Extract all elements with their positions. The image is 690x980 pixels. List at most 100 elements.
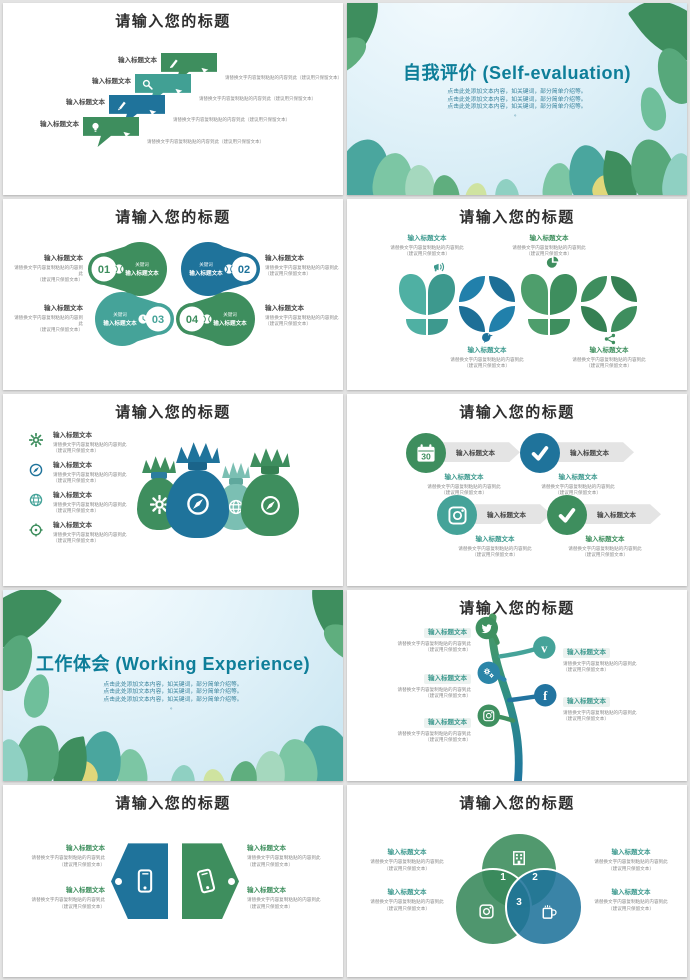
globe-icon <box>29 493 43 512</box>
item-description: 请替换文字内容复制粘贴的内容到此（建议用只保留文本） <box>450 356 524 368</box>
item-label: 输入标题文本 <box>40 121 79 128</box>
ball-icon <box>202 313 212 324</box>
ball-icon <box>114 263 124 274</box>
step-number: 04 <box>186 314 199 326</box>
tree-graphic: v f <box>475 613 557 781</box>
item-description: 请替换文字内容复制粘贴的内容到此（建议用只保留文本） <box>265 314 339 326</box>
item-description: 请替换文字内容复制粘贴的内容到此（建议用只保留文本） <box>53 532 127 544</box>
item-description: 请替换文字内容复制粘贴的内容到此（建议用只保留文本） <box>397 640 471 652</box>
money-bag-2 <box>166 438 229 539</box>
side-text-block: 输入标题文本 请替换文字内容复制粘贴的内容到此（建议用只保留文本） <box>359 889 455 911</box>
slide-four-pears-diagram[interactable]: 请输入您的标题 01 关键词 输入标题文本 输入标题文本 请替换文字内容复制粘贴… <box>3 198 343 391</box>
building-icon <box>511 850 527 871</box>
venn-circle-bottom-right <box>505 868 583 947</box>
item-description: 请替换文字内容复制粘贴的内容到此（建议用只保留文本） <box>594 859 668 871</box>
bulb-icon <box>90 120 101 138</box>
slide-venn-diagram[interactable]: 请输入您的标题 1 2 3 输入标题文本 请替换文字内容复制粘贴的内容到此（建议… <box>347 785 687 977</box>
cover-subtitle: 点击此处添加文本内容，如关键词，部分简单介绍等。 点击此处添加文本内容，如关键词… <box>103 681 243 711</box>
item-description: 请替换文字内容复制粘贴的内容到此（建议用只保留文本） <box>427 484 501 496</box>
vimeo-icon: v <box>541 641 548 655</box>
item-description: 请替换文字内容复制粘贴的内容到此（建议用只保留文本） <box>225 75 342 80</box>
venn-number-2: 2 <box>532 872 538 884</box>
item-text-block: 输入标题文本 请替换文字内容复制粘贴的内容到此（建议用只保留文本） <box>550 536 660 558</box>
arrow-ribbon: 输入标题文本 <box>583 504 661 525</box>
item-description: 请替换文字内容复制粘贴的内容到此（建议用只保留文本） <box>14 314 83 332</box>
crosshair-icon <box>29 523 43 542</box>
slide-title: 请输入您的标题 <box>459 599 575 617</box>
branch-text-block: 输入标题文本 请替换文字内容复制粘贴的内容到此（建议用只保留文本） <box>563 690 675 722</box>
slide-cover-working-experience[interactable]: 工作体会 (Working Experience) 点击此处添加文本内容，如关键… <box>3 589 343 782</box>
phone-icon <box>191 867 220 896</box>
item-description: 请替换文字内容复制粘贴的内容到此（建议用只保留文本） <box>370 899 444 911</box>
slide-title: 请输入您的标题 <box>459 208 575 226</box>
tulip-shape-1 <box>399 273 455 335</box>
pinwheel-shape-4 <box>580 275 638 333</box>
item-description: 请替换文字内容复制粘贴的内容到此（建议用只保留文本） <box>147 139 264 144</box>
item-label: 输入标题文本 <box>125 269 159 277</box>
slide-title: 请输入您的标题 <box>459 795 575 813</box>
slide-phone-pentagons-diagram[interactable]: 请输入您的标题 输入标题文本 请替换文字内容复制粘贴的内容到此（建议用只保留文本… <box>3 785 343 977</box>
check-icon <box>547 495 587 536</box>
slide-title: 请输入您的标题 <box>115 13 231 30</box>
item-description: 请替换文字内容复制粘贴的内容到此（建议用只保留文本） <box>572 356 646 368</box>
slide-title: 请输入您的标题 <box>459 404 575 422</box>
compass-icon <box>29 463 43 482</box>
slide-title: 请输入您的标题 <box>115 208 231 226</box>
slide-tulip-diagram[interactable]: 请输入您的标题 输入标题文本 请替换文字内容复制粘贴的内容到此（建议用只保留文本… <box>347 198 687 391</box>
side-text-block: 输入标题文本 请替换文字内容复制粘贴的内容到此（建议用只保留文本） <box>13 887 105 909</box>
arrow-ribbon: 输入标题文本 <box>442 442 520 463</box>
item-label: 输入标题文本 <box>66 99 105 106</box>
keyword-label: 关键词 <box>199 261 213 268</box>
item-description: 请替换文字内容复制粘贴的内容到此（建议用只保留文本） <box>397 730 471 742</box>
branch-text-block: 输入标题文本 请替换文字内容复制粘贴的内容到此（建议用只保留文本） <box>365 711 471 743</box>
item-label: 输入标题文本 <box>103 319 137 327</box>
side-text-block: 输入标题文本 请替换文字内容复制粘贴的内容到此（建议用只保留文本） <box>265 255 341 277</box>
side-text-block: 输入标题文本 请替换文字内容复制粘贴的内容到此（建议用只保留文本） <box>13 845 105 867</box>
item-description: 请替换文字内容复制粘贴的内容到此（建议用只保留文本） <box>458 546 532 558</box>
side-text-block: 输入标题文本 请替换文字内容复制粘贴的内容到此（建议用只保留文本） <box>11 255 83 284</box>
pencil-icon <box>116 98 127 116</box>
cover-title: 工作体会 (Working Experience) <box>35 653 311 674</box>
item-description: 请替换文字内容复制粘贴的内容到此（建议用只保留文本） <box>568 546 642 558</box>
item-text-block: 输入标题文本 请替换文字内容复制粘贴的内容到此（建议用只保留文本） <box>440 536 550 558</box>
item-description: 请替换文字内容复制粘贴的内容到此（建议用只保留文本） <box>370 859 444 871</box>
slide-cover-self-evaluation[interactable]: 自我评价 (Self-evaluation) 点击此处添加文本内容，如关键词，部… <box>347 3 687 195</box>
slide-arrow-items-diagram[interactable]: 请输入您的标题 输入标题文本 30 输入标题文本 请替换文字内容复制粘贴的内容到… <box>347 394 687 586</box>
pear-shape-4: 04 关键词 输入标题文本 <box>176 291 255 346</box>
item-text-block: 输入标题文本 请替换文字内容复制粘贴的内容到此（建议用只保留文本） <box>439 347 535 369</box>
item-description: 请替换文字内容复制粘贴的内容到此（建议用只保留文本） <box>563 709 637 721</box>
svg-text:30: 30 <box>421 451 431 461</box>
check-icon <box>520 433 560 474</box>
slide-stairs-diagram[interactable]: 请输入您的标题 输入标题文本 请替换文字内容复制粘贴的内容到此（建议用只保留文本… <box>3 3 343 195</box>
facebook-icon: f <box>543 689 548 703</box>
branch-text-block: 输入标题文本 请替换文字内容复制粘贴的内容到此（建议用只保留文本） <box>563 641 675 673</box>
gear-icon <box>150 496 167 513</box>
list-item: 输入标题文本 请替换文字内容复制粘贴的内容到此（建议用只保留文本） <box>53 492 175 514</box>
list-item: 输入标题文本 请替换文字内容复制粘贴的内容到此（建议用只保留文本） <box>53 522 175 544</box>
slide-tree-diagram[interactable]: 请输入您的标题 v f 输入标题文本 请替换文字内容复制粘贴的内 <box>347 589 687 782</box>
item-description: 请替换文字内容复制粘贴的内容到此（建议用只保留文本） <box>31 897 105 909</box>
connector-dot <box>228 877 235 885</box>
step-number: 01 <box>98 264 110 276</box>
side-text-block: 输入标题文本 请替换文字内容复制粘贴的内容到此（建议用只保留文本） <box>359 849 455 871</box>
gear-icon <box>29 433 43 452</box>
item-description: 请替换文字内容复制粘贴的内容到此（建议用只保留文本） <box>541 484 615 496</box>
item-description: 请替换文字内容复制粘贴的内容到此（建议用只保留文本） <box>31 855 105 867</box>
money-bag-4 <box>241 444 299 538</box>
arrow-ribbon: 输入标题文本 <box>473 504 551 525</box>
item-text-block: 输入标题文本 请替换文字内容复制粘贴的内容到此（建议用只保留文本） <box>501 235 597 257</box>
branch-text-block: 输入标题文本 请替换文字内容复制粘贴的内容到此（建议用只保留文本） <box>365 667 471 699</box>
side-text-block: 输入标题文本 请替换文字内容复制粘贴的内容到此（建议用只保留文本） <box>247 887 339 909</box>
stair-step-4 <box>83 117 139 147</box>
pinwheel-shape-2 <box>458 275 516 333</box>
item-description: 请替换文字内容复制粘贴的内容到此（建议用只保留文本） <box>173 117 290 122</box>
item-description: 请替换文字内容复制粘贴的内容到此（建议用只保留文本） <box>14 264 83 282</box>
item-label: 输入标题文本 <box>213 319 247 327</box>
slide-money-bags-diagram[interactable]: 请输入您的标题 输入标题文本 请替换文字内容复制粘贴的内容到此（建议用只保留文本… <box>3 394 343 586</box>
list-item: 输入标题文本 请替换文字内容复制粘贴的内容到此（建议用只保留文本） <box>53 432 175 454</box>
slide-title: 请输入您的标题 <box>115 404 231 422</box>
cover-title: 自我评价 (Self-evaluation) <box>402 63 632 83</box>
side-text-block: 输入标题文本 请替换文字内容复制粘贴的内容到此（建议用只保留文本） <box>265 305 341 327</box>
connector-dot <box>115 877 122 885</box>
